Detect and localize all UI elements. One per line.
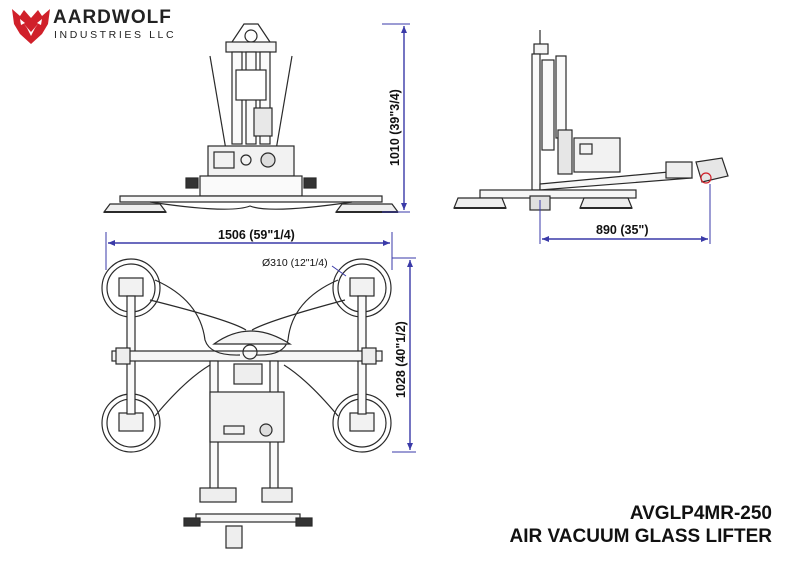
aardwolf-logo-icon (12, 9, 50, 44)
depth-label: 890 (35") (596, 223, 648, 237)
suction-pad-bottom-left (101, 393, 161, 453)
pad-diameter-label: Ø310 (12"1/4) (262, 257, 328, 269)
brand-logo (8, 6, 178, 46)
title-block: AVGLP4MR-250 AIR VACUUM GLASS LIFTER (510, 502, 772, 548)
suction-pad-bottom-right (332, 393, 392, 453)
model-number: AVGLP4MR-250 (629, 503, 772, 524)
front-view (102, 23, 400, 213)
length-label: 1028 (40"1/2) (394, 321, 408, 398)
brand-subtitle: INDUSTRIES LLC (54, 29, 177, 41)
product-name: AIR VACUUM GLASS LIFTER (509, 526, 772, 547)
side-view (453, 30, 729, 211)
depth-dimension: 890 (35") (539, 184, 711, 244)
width-label: 1506 (59"1/4) (218, 228, 295, 242)
plan-view (101, 258, 392, 549)
brand-name: AARDWOLF (53, 7, 172, 28)
pad-diameter-callout: Ø310 (12"1/4) (262, 257, 347, 277)
height-dimension: 1010 (39"3/4) (382, 23, 410, 213)
length-dimension: 1028 (40"1/2) (392, 257, 416, 453)
width-dimension: 1506 (59"1/4) (105, 228, 393, 270)
height-label: 1010 (39"3/4) (388, 89, 402, 166)
